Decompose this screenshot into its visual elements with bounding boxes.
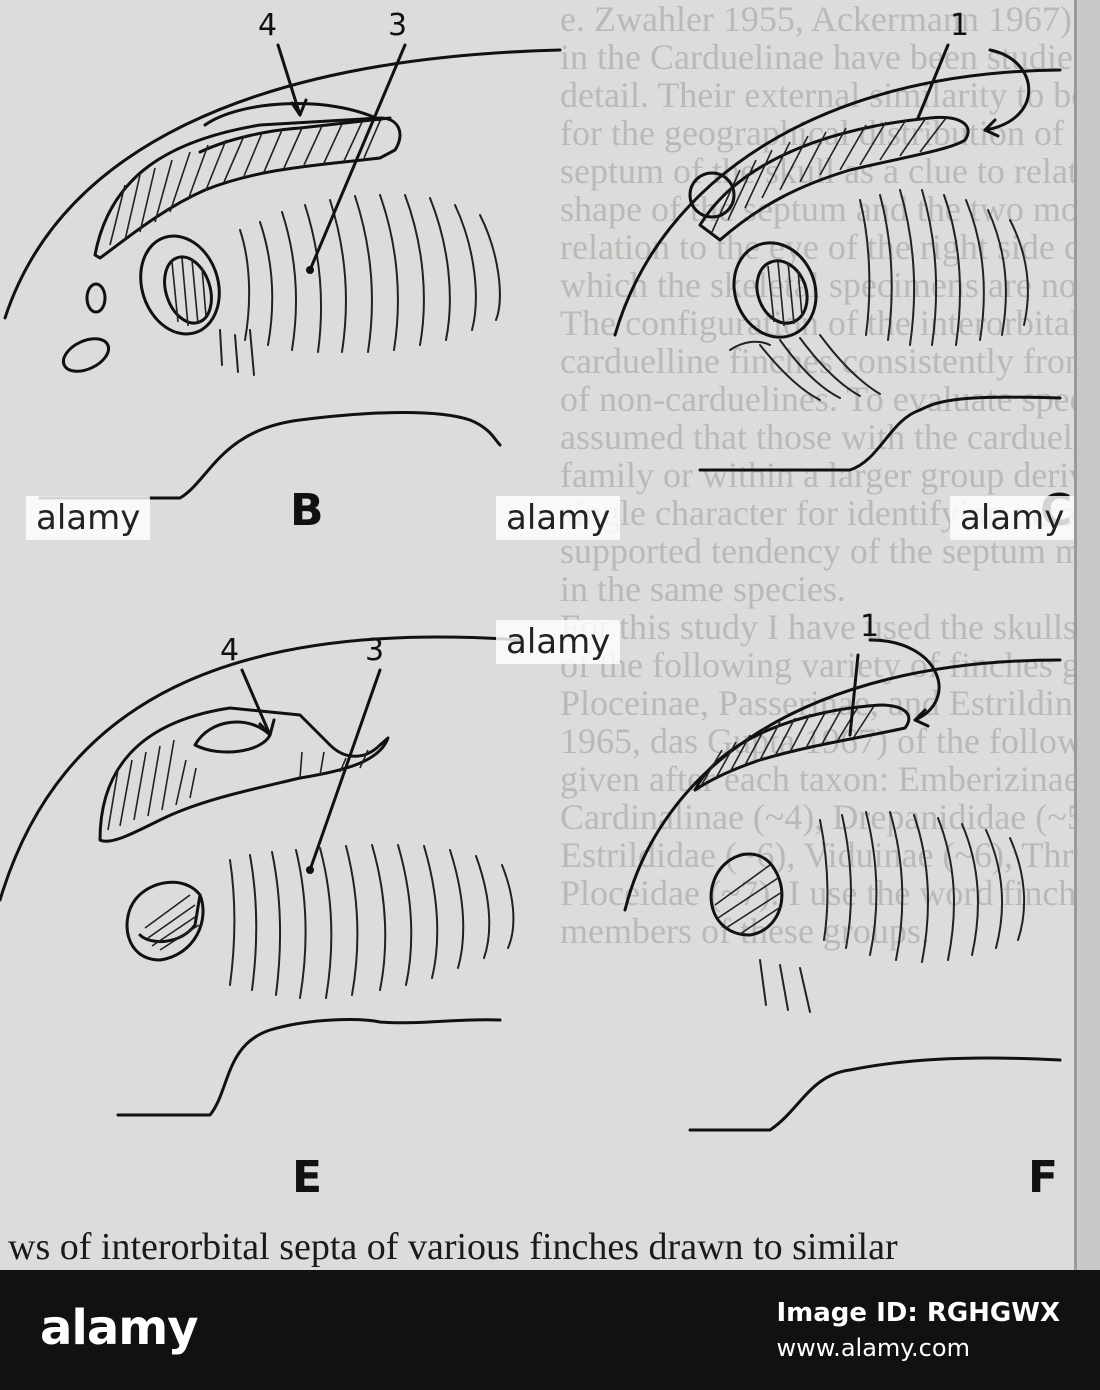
leader-3-e <box>308 668 382 872</box>
callout-4-b: 4 <box>258 8 277 43</box>
septum-b <box>93 116 402 260</box>
callout-4-e: 4 <box>220 633 239 668</box>
foramen-b1 <box>85 282 107 314</box>
septum-edge-b <box>198 116 392 154</box>
septum-hatching-e <box>107 739 369 831</box>
skull-outline-e <box>0 635 522 902</box>
septum-c <box>698 115 970 242</box>
orbit-margin-c <box>729 340 771 351</box>
panel-letter-f: F <box>1028 1152 1058 1203</box>
jaw-profile-f <box>688 1056 1062 1132</box>
background-text-line: Estrildidae (~6), Viduinae (~6), Thraupi… <box>560 835 1100 875</box>
arrowhead-4-e <box>258 718 276 737</box>
stock-footer-bar: alamy Image ID: RGHGWX www.alamy.com <box>0 1270 1100 1390</box>
arrowhead-c <box>983 118 1000 138</box>
background-text-line: family or within a larger group derived … <box>560 455 1100 495</box>
panel-c: 1 C <box>613 8 1072 536</box>
panel-f: 1 F <box>623 609 1062 1203</box>
septum-window-e <box>193 720 272 754</box>
arrow-4-e <box>240 668 272 737</box>
bone-striations-f <box>759 811 1026 1013</box>
background-text-line: Cardinalinae (~4), Drepanididae (~5), Fr… <box>560 797 1100 837</box>
callout-1-c: 1 <box>950 8 969 43</box>
page-edge <box>1074 0 1100 1270</box>
callout-1-f: 1 <box>860 609 879 644</box>
arrow-4-b <box>276 43 302 117</box>
panel-e: 4 3 E <box>0 633 522 1203</box>
scanned-page: e. Zwahler 1955, Ackermann 1967). Some o… <box>0 0 1100 1270</box>
eye-hatching-f <box>714 864 783 935</box>
page-background-text: e. Zwahler 1955, Ackermann 1967). Some o… <box>560 0 1100 951</box>
bone-striations-c <box>759 189 1029 401</box>
arrowhead-f <box>913 708 930 728</box>
panel-letter-b: B <box>290 485 324 536</box>
footer-url: www.alamy.com <box>776 1334 970 1362</box>
panel-letter-e: E <box>292 1152 322 1203</box>
skull-outline-f <box>623 658 1062 912</box>
point-3-b <box>306 266 314 274</box>
eye-hatching-c <box>767 261 803 327</box>
eye-socket-f <box>709 852 784 937</box>
eye-socket-e <box>125 880 205 962</box>
background-text-line: of the following variety of finches gene… <box>560 645 1100 685</box>
jaw-profile-c <box>698 395 1062 472</box>
septum-f <box>693 703 911 792</box>
watermark: alamy <box>26 496 151 540</box>
eye-lens-c <box>755 259 809 325</box>
foramen-c1 <box>688 171 736 219</box>
curved-arrow-f <box>868 638 941 722</box>
skull-outline-b <box>3 48 562 320</box>
septum-window-b <box>203 102 382 127</box>
jaw-profile-e <box>116 1018 502 1117</box>
foramen-b2 <box>61 337 111 373</box>
skull-outline-c <box>613 68 1062 337</box>
eye-lens-e <box>138 893 202 944</box>
septum-hatching-f <box>701 705 875 785</box>
leader-1-f <box>848 653 860 737</box>
panel-b: 4 3 B <box>3 8 562 536</box>
figure-caption: ws of interorbital septa of various finc… <box>8 1226 898 1268</box>
image-id: Image ID: RGHGWX <box>776 1298 1061 1328</box>
watermark: alamy <box>496 496 621 540</box>
watermark: alamy <box>496 620 621 664</box>
bone-striations-b <box>219 194 501 376</box>
septum-hatching-b <box>109 120 381 246</box>
background-text-line: in the same species. <box>560 569 846 609</box>
septum-hatching-c <box>711 117 947 233</box>
arrowhead-4-b <box>290 98 308 117</box>
callout-3-b: 3 <box>388 8 407 43</box>
jaw-profile-b <box>38 411 502 500</box>
eye-socket-b <box>139 234 221 336</box>
eye-hatching-e <box>144 894 200 951</box>
background-text-line: members of these groups. <box>560 911 930 951</box>
septum-e <box>98 706 390 843</box>
leader-1-c <box>916 43 950 120</box>
eye-socket-c <box>732 241 818 339</box>
background-text-line: e. Zwahler 1955, Ackermann 1967). Some o… <box>560 0 1100 39</box>
eye-hatching-b <box>171 257 207 327</box>
footer-meta: Image ID: RGHGWX www.alamy.com <box>777 1298 1061 1362</box>
leader-3-b <box>308 43 407 272</box>
alamy-logo: alamy <box>40 1300 199 1356</box>
watermark: alamy <box>950 496 1075 540</box>
point-3-e <box>306 866 314 874</box>
callout-3-e: 3 <box>365 633 384 668</box>
finch-septa-figure: 4 3 B <box>0 8 1072 1203</box>
bone-striations-e <box>229 844 515 999</box>
curved-arrow-c <box>983 48 1031 132</box>
